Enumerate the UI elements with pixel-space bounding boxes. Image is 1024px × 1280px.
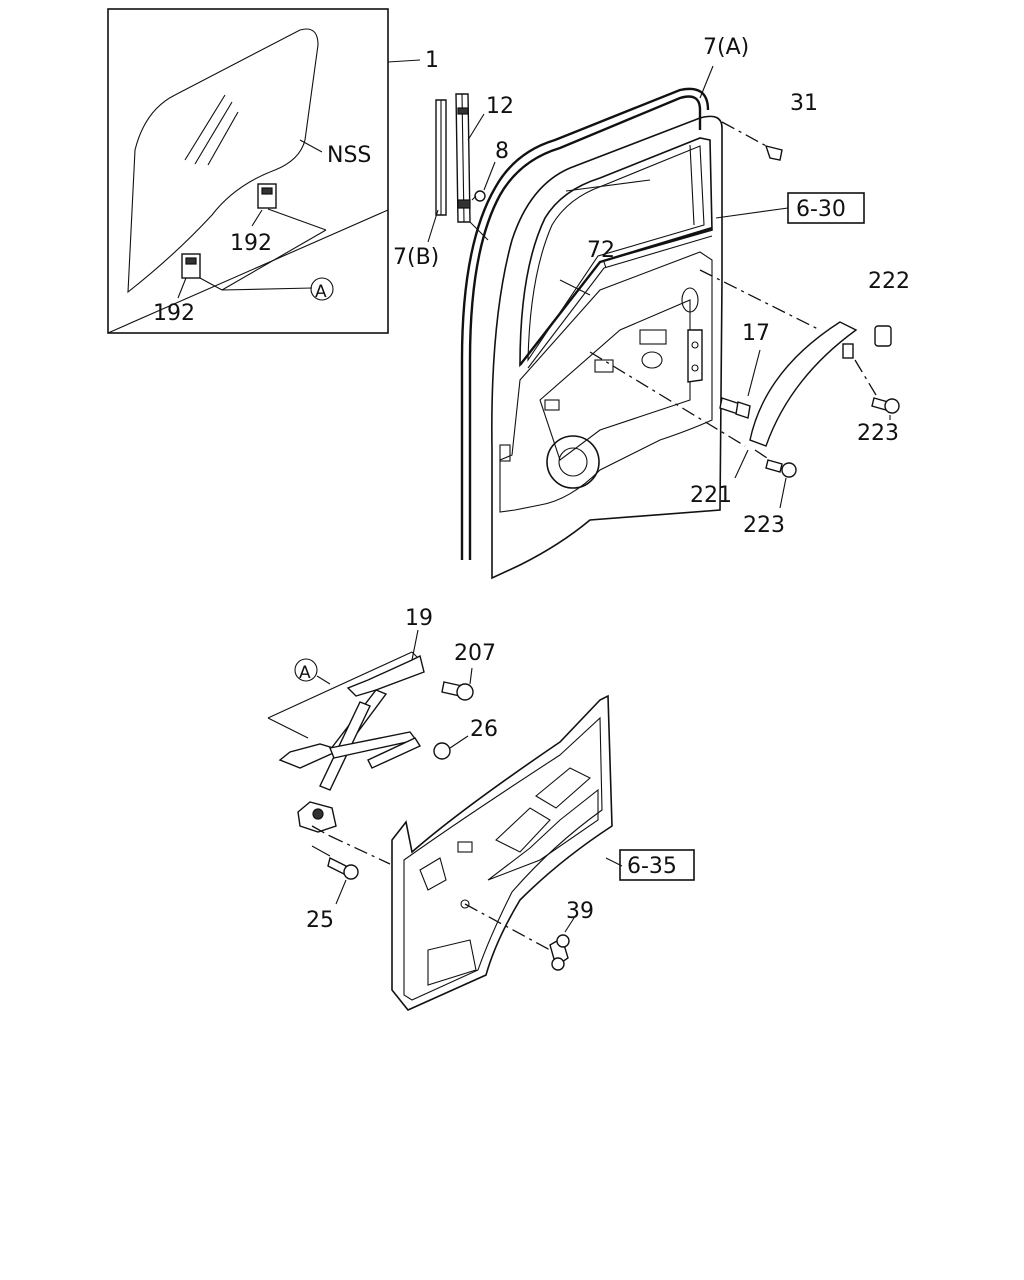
svg-text:6-35: 6-35 bbox=[627, 854, 677, 879]
callout-7b: 7(B) bbox=[393, 245, 439, 270]
ref-6-30: 6-30 bbox=[787, 192, 865, 224]
callout-1: 1 bbox=[425, 48, 439, 73]
svg-text:6-30: 6-30 bbox=[796, 197, 846, 222]
svg-text:A: A bbox=[315, 282, 327, 302]
circle-a-bottom: A bbox=[294, 658, 331, 685]
callout-25: 25 bbox=[306, 908, 334, 933]
svg-text:A: A bbox=[299, 663, 311, 683]
garnish-221 bbox=[734, 321, 900, 509]
callout-31: 31 bbox=[790, 91, 818, 116]
callout-12: 12 bbox=[486, 94, 514, 119]
callout-19: 19 bbox=[405, 606, 433, 631]
bolt-17 bbox=[719, 397, 751, 419]
callout-192-lower: 192 bbox=[153, 301, 195, 326]
callout-7a: 7(A) bbox=[703, 35, 749, 60]
callout-207: 207 bbox=[454, 641, 496, 666]
callout-192-upper: 192 bbox=[230, 231, 272, 256]
circle-a-top: A bbox=[310, 277, 334, 302]
cap-222 bbox=[874, 325, 892, 347]
glass-inset bbox=[107, 8, 421, 334]
door-panel bbox=[460, 65, 821, 580]
callout-72: 72 bbox=[587, 238, 615, 263]
ref-6-35: 6-35 bbox=[619, 849, 695, 881]
callout-8: 8 bbox=[495, 139, 509, 164]
callout-223-lower: 223 bbox=[743, 513, 785, 538]
callout-nss: NSS bbox=[327, 143, 371, 168]
window-regulator bbox=[267, 629, 474, 905]
callout-221: 221 bbox=[690, 483, 732, 508]
run-channel-assembly bbox=[427, 93, 496, 243]
callout-223-upper: 223 bbox=[857, 421, 899, 446]
callout-26: 26 bbox=[470, 717, 498, 742]
callout-17: 17 bbox=[742, 321, 770, 346]
door-trim-panel bbox=[391, 694, 623, 1011]
callout-39: 39 bbox=[566, 899, 594, 924]
callout-222: 222 bbox=[868, 269, 910, 294]
callout-labels: 1 NSS 192 192 A 12 8 7(B) 7(A) 31 6-30 7… bbox=[153, 35, 910, 933]
